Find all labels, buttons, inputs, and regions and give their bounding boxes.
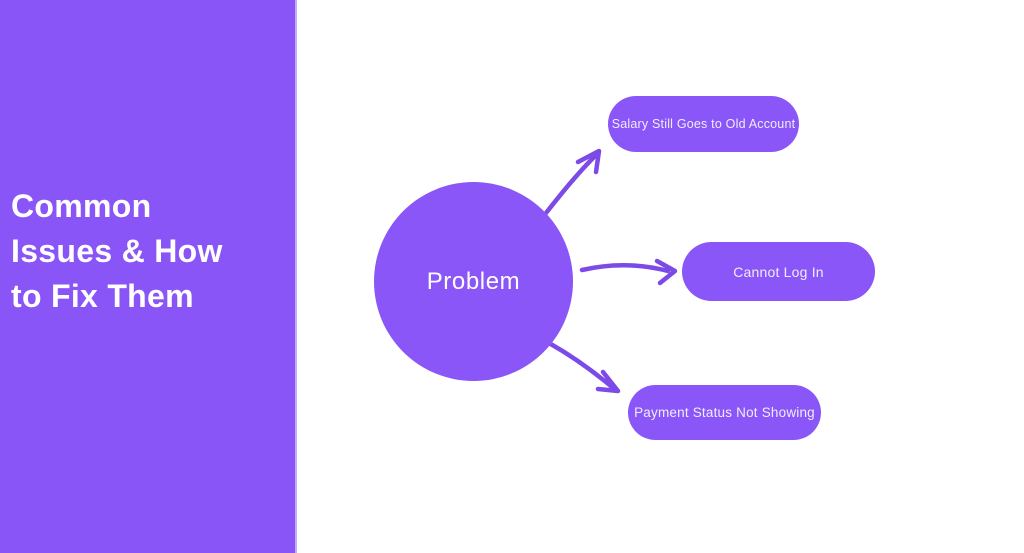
arrow-to-login-shaft — [579, 263, 671, 274]
problem-node: Problem — [374, 182, 573, 381]
branch-node-payment: Payment Status Not Showing — [628, 385, 821, 440]
arrow-to-salary-shaft — [543, 152, 599, 216]
arrow-to-salary-head-icon — [575, 148, 602, 175]
arrow-to-payment-head-icon — [595, 369, 621, 394]
arrow-to-payment-shaft — [546, 340, 615, 390]
branch-node-login: Cannot Log In — [682, 242, 875, 301]
branch-node-salary: Salary Still Goes to Old Account — [608, 96, 799, 152]
sidebar-panel: Common Issues & How to Fix Them — [0, 0, 297, 553]
arrow-to-login-head-icon — [654, 258, 678, 286]
slide-title: Common Issues & How to Fix Them — [11, 188, 223, 314]
